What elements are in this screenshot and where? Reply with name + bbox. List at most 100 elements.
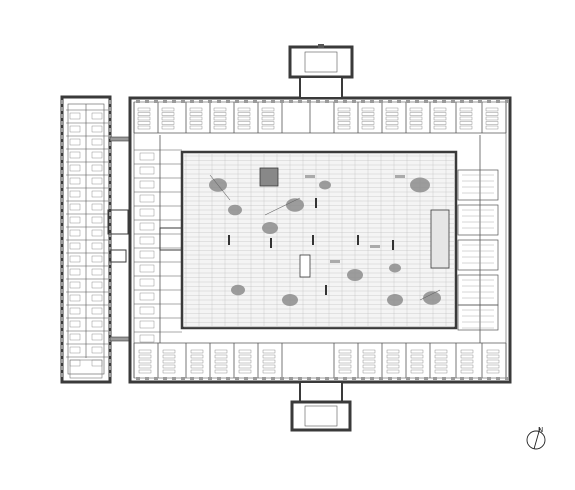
desk <box>262 369 276 374</box>
annex-pier <box>60 352 63 356</box>
annex-fixture <box>91 190 103 198</box>
window-pier <box>433 99 437 103</box>
desk <box>410 364 424 369</box>
desk <box>190 349 204 354</box>
window-pier <box>460 377 464 381</box>
desk <box>261 125 275 130</box>
annex-pier <box>60 142 63 146</box>
annex-fixture <box>69 125 81 133</box>
desk <box>409 112 423 116</box>
window-pier <box>253 99 257 103</box>
north-room-band <box>133 99 509 134</box>
annex-pier <box>60 345 63 349</box>
annex-pier <box>60 247 63 251</box>
bench-mark <box>228 235 230 245</box>
window-pier <box>433 377 437 381</box>
north-label: N <box>538 426 543 434</box>
desk <box>238 364 252 369</box>
desk <box>337 125 351 130</box>
annex-pier <box>109 212 112 216</box>
paving-mark <box>305 175 315 178</box>
desk <box>434 354 448 359</box>
annex-pier <box>60 310 63 314</box>
desk <box>213 116 227 121</box>
window-pier <box>244 99 248 103</box>
window-pier <box>460 99 464 103</box>
annex-pier <box>60 114 63 118</box>
annex-fixture <box>91 242 103 250</box>
desk <box>459 125 473 130</box>
annex-fixture <box>91 268 103 276</box>
window-pier <box>370 99 374 103</box>
annex-pier <box>60 226 63 230</box>
courtyard-kiosk <box>259 167 279 187</box>
annex-pier <box>109 156 112 160</box>
desk <box>486 359 500 364</box>
tree-icon <box>387 294 403 306</box>
desk <box>460 359 474 364</box>
annex-pier <box>109 331 112 335</box>
desk <box>237 116 251 121</box>
desk <box>138 364 152 369</box>
window-pier <box>505 99 509 103</box>
lab-room <box>457 169 499 201</box>
desk <box>162 354 176 359</box>
window-pier <box>325 99 329 103</box>
desk <box>237 107 251 112</box>
desk <box>139 250 155 259</box>
annex-fixture <box>69 229 81 237</box>
desk <box>459 107 473 112</box>
annex-pier <box>60 289 63 293</box>
annex-pier <box>109 282 112 286</box>
desk <box>338 349 352 354</box>
desk <box>460 364 474 369</box>
desk <box>189 112 203 116</box>
annex-pier <box>60 219 63 223</box>
annex-pier <box>109 240 112 244</box>
desk <box>486 349 500 354</box>
annex-fixture <box>91 294 103 302</box>
window-pier <box>298 99 302 103</box>
desk <box>385 107 399 112</box>
window-pier <box>325 377 329 381</box>
tree-icon <box>389 263 401 273</box>
desk <box>433 125 447 130</box>
desk <box>486 369 500 374</box>
annex-pier <box>109 107 112 111</box>
window-pier <box>343 377 347 381</box>
annex-pier <box>60 324 63 328</box>
desk <box>261 107 275 112</box>
desk <box>237 125 251 130</box>
annex-pier <box>60 303 63 307</box>
annex-fixture <box>69 320 81 328</box>
desk <box>433 116 447 121</box>
annex-fixture <box>91 255 103 263</box>
path-line <box>419 289 441 301</box>
annex-pier <box>60 205 63 209</box>
annex-fixture <box>69 138 81 146</box>
window-pier <box>343 99 347 103</box>
desk <box>213 107 227 112</box>
west-annex <box>60 95 112 384</box>
desk <box>338 364 352 369</box>
desk <box>410 349 424 354</box>
window-pier <box>226 99 230 103</box>
desk <box>139 236 155 245</box>
desk <box>238 359 252 364</box>
desk <box>261 116 275 121</box>
annex-pier <box>109 114 112 118</box>
window-pier <box>505 377 509 381</box>
annex-pier <box>109 121 112 125</box>
annex-pier <box>60 163 63 167</box>
window-pier <box>190 99 194 103</box>
desk <box>237 121 251 125</box>
window-pier <box>190 377 194 381</box>
north-arrow-icon: N <box>526 426 546 450</box>
tree-icon <box>231 284 245 296</box>
desk <box>337 121 351 125</box>
desk <box>385 116 399 121</box>
window-pier <box>469 377 473 381</box>
desk <box>139 208 155 217</box>
bench-mark <box>312 235 314 245</box>
annex-pier <box>60 177 63 181</box>
